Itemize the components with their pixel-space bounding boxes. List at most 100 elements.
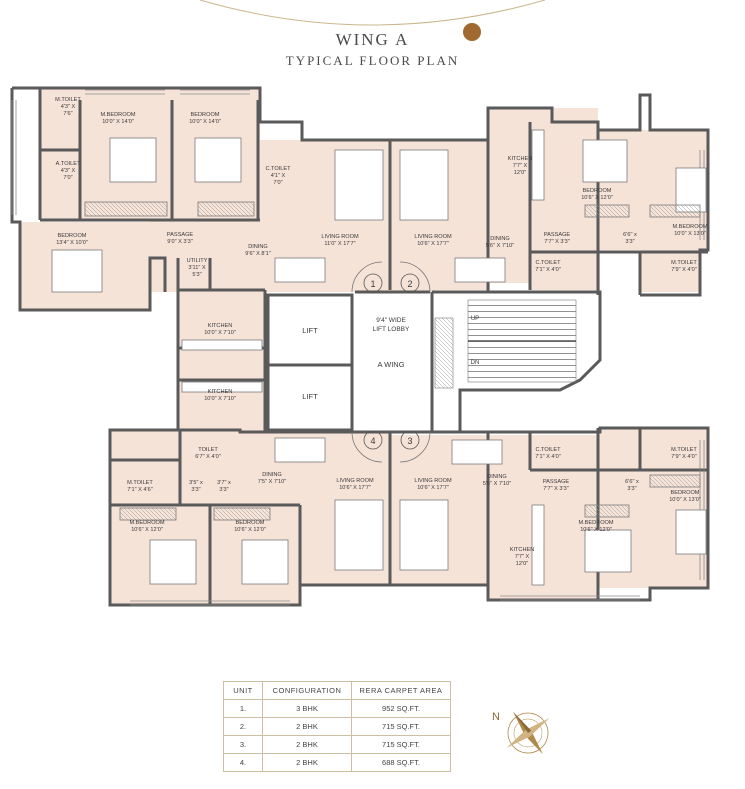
kitchen-counter [531,504,545,586]
room-dim: 4'1" X [271,173,286,179]
cell-unit: 3. [223,735,263,754]
cell-area: 715 SQ.FT. [351,735,451,754]
room-label: PASSAGE [544,232,571,238]
room-label: DINING [262,472,282,478]
stairs-up-label: UP [471,316,479,322]
room-dim: 7'7" X 3'3" [543,486,568,492]
room-label: KITCHEN [510,547,535,553]
compass-icon: N [492,711,550,755]
cell-config: 2 BHK [262,753,352,772]
header: WING A TYPICAL FLOOR PLAN [0,0,745,80]
room-dim: 12'0" [516,561,528,567]
room-dim: 7'1" X 4'0" [535,267,560,273]
cell-config: 2 BHK [262,735,352,754]
unit-4-marker: 4 [370,436,375,446]
room-dim: 7'9" X 4'0" [671,454,696,460]
door-swings [351,261,431,463]
room-dim: 10'6" X 17'7" [417,485,449,491]
cell-area: 688 SQ.FT. [351,753,451,772]
room-dim: 10'6" X 17'7" [417,241,449,247]
sofa-set [399,149,449,221]
room-label: BEDROOM [58,233,87,239]
bed [109,137,157,183]
dining-table [454,257,506,283]
room-label: M.BEDROOM [672,224,707,230]
cell-unit: 2. [223,717,263,736]
room-label: KITCHEN [508,156,533,162]
room-dim: 10'0" X 14'0" [102,119,134,125]
sofa-set [399,499,449,571]
bed [675,509,707,555]
bed [582,139,628,183]
table-header-row: UNIT CONFIGURATION RERA CARPET AREA [223,681,451,700]
room-label: KITCHEN [208,389,233,395]
room-dim: 10'6" X 12'0" [580,527,612,533]
room-dim: 5'3" [192,272,201,278]
room-label: LIVING ROOM [336,478,374,484]
dining-table [451,439,503,465]
room-dim: 7'0" [273,180,282,186]
wardrobe [584,504,630,518]
unit-area-table: UNIT CONFIGURATION RERA CARPET AREA 1. 3… [223,681,451,772]
room-label: LIVING ROOM [414,478,452,484]
room-label: M.TOILET [671,447,697,453]
room-dim: 9'0" X 3'3" [167,239,192,245]
room-dim: 11'0" X 17'7" [324,241,355,247]
kitchen-counter [531,129,545,201]
room-dim: 9'6" X 8'1" [245,251,270,257]
wardrobe [649,474,701,488]
wardrobe [84,201,168,217]
north-label: N [492,711,500,723]
room-dim: 7'1" X 4'6" [127,487,152,493]
room-dim: 4'3" X [61,168,76,174]
wardrobe [584,204,630,218]
lift-1-label: LIFT [302,326,318,335]
bed [241,539,289,585]
room-label: KITCHEN [208,323,233,329]
table-row: 2. 2 BHK 715 SQ.FT. [223,717,451,736]
room-dim: 10'0" X 13'0" [669,497,701,503]
dining-table [274,257,326,283]
sofa-set [334,149,384,221]
room-label: PASSAGE [167,232,194,238]
lobby-width-label: 9'4" WIDE [376,317,406,324]
cell-unit: 1. [223,699,263,718]
cell-area: 952 SQ.FT. [351,699,451,718]
room-label: C.TOILET [265,166,291,172]
room-dim: 13'4" X 10'0" [56,240,88,246]
bed [149,539,197,585]
page-title: WING A [335,30,410,49]
room-dim: 7'0" [63,175,72,181]
room-dim: 7'7" X [515,554,530,560]
room-dim: 10'0" X 7'10" [204,396,236,402]
room-label: A.TOILET [56,161,81,167]
decorative-arc [199,0,546,41]
cell-unit: 4. [223,753,263,772]
bed [584,529,632,573]
room-dim: 7'1" X 4'0" [535,454,560,460]
room-label: DINING [490,236,510,242]
floor-plan: LIFT LIFT 9'4" WIDE LIFT LOBBY A WING UP… [10,86,710,607]
col-header-area: RERA CARPET AREA [351,681,451,700]
room-label: C.TOILET [535,260,561,266]
cell-config: 2 BHK [262,717,352,736]
room-label: M.BEDROOM [100,112,135,118]
room-label: M.BEDROOM [578,520,613,526]
sofa-set [334,499,384,571]
wing-label: A WING [377,360,404,369]
bronze-dot-ornament [463,23,481,41]
room-dim: 10'6" X 12'0" [234,527,266,533]
furniture [51,129,707,586]
unit-1-marker: 1 [370,279,375,289]
room-label: BEDROOM [671,490,700,496]
unit-2-marker: 2 [407,279,412,289]
room-dim: 10'0" X 13'0" [674,231,706,237]
room-dim: 5'6" X 7'10" [486,243,515,249]
room-label: M.BEDROOM [129,520,164,526]
room-dim: 3'3" [191,487,200,493]
table-row: 1. 3 BHK 952 SQ.FT. [223,699,451,718]
wardrobe [213,507,271,521]
shaft [434,317,454,389]
lift-2-label: LIFT [302,392,318,401]
bed [194,137,242,183]
